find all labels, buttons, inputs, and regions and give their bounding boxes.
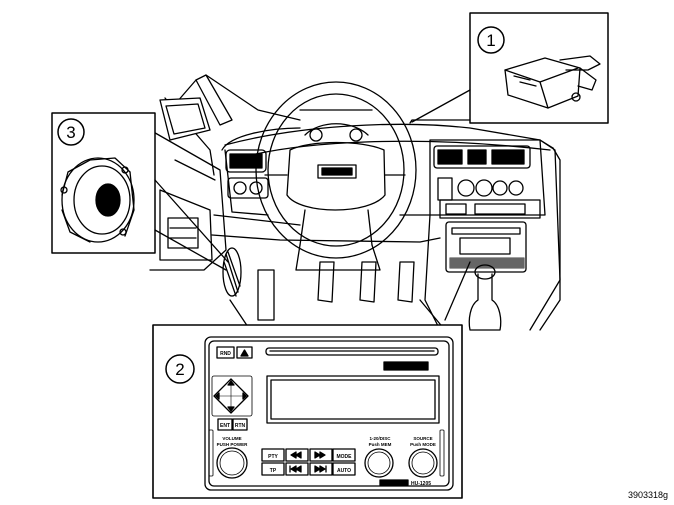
- radio-model-label: HU-1205: [411, 481, 431, 487]
- rtn-button-label: RTN: [235, 423, 246, 429]
- mem-knob-label: Push MEM: [369, 442, 392, 447]
- callout-box-2: [152, 261, 471, 499]
- callout-label-2: 2: [175, 360, 184, 379]
- mode-knob-label: Push MODE: [410, 442, 436, 447]
- disc-knob-label: 1-20/DISC: [369, 436, 391, 441]
- rnd-button-label: RND: [220, 351, 231, 357]
- callout-circle-3: [57, 118, 85, 146]
- dashboard-drawing: [149, 74, 561, 331]
- pty-button-label: PTY: [268, 454, 278, 460]
- auto-button-label: AUTO: [337, 468, 351, 474]
- figure-code: 3903318g: [628, 490, 668, 500]
- tp-button-label: TP: [270, 468, 277, 474]
- volume-knob-label: VOLUME: [222, 436, 241, 441]
- callout-label-3: 3: [66, 123, 75, 142]
- ent-button-label: ENT: [220, 423, 230, 429]
- callout-circle-1: [477, 26, 505, 54]
- mode-button-label: MODE: [337, 454, 353, 460]
- callout-label-1: 1: [486, 31, 495, 50]
- source-knob-label: SOURCE: [413, 436, 432, 441]
- callout-circle-2: [165, 354, 195, 384]
- power-knob-label: PUSH POWER: [217, 442, 249, 447]
- callout-box-1: [409, 12, 609, 124]
